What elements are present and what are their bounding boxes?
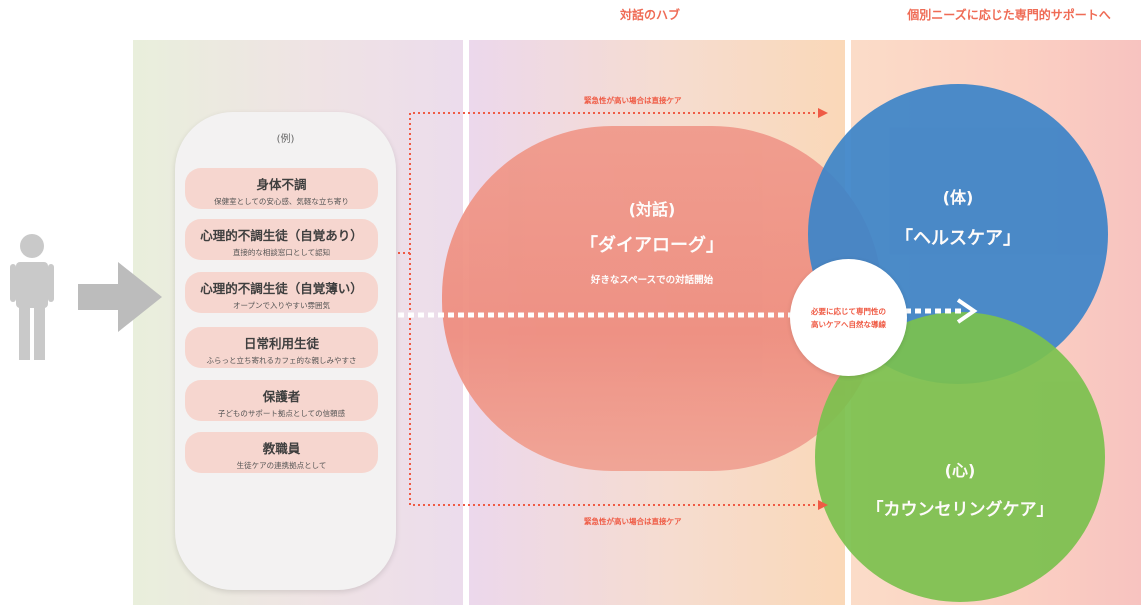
user-item-description: 子どものサポート拠点としての信頼感 <box>217 409 346 418</box>
user-item: 心理的不調生徒（自覚薄い） オープンで入りやすい雰囲気 <box>185 272 378 313</box>
user-item: 教職員 生徒ケアの連携拠点として <box>185 432 378 473</box>
urgent-top-label: 緊急性が高い場合は直接ケア <box>584 96 682 105</box>
user-item-title: 教職員 <box>262 441 301 456</box>
counseling-tag: (心) <box>944 461 976 480</box>
transition-line1: 必要に応じて専門性の <box>811 307 886 316</box>
user-item-description: 保健室としての安心感、気軽な立ち寄り <box>214 197 349 206</box>
hub-column-header: 対話のハブ <box>619 8 680 22</box>
dialogue-tag: (対話) <box>628 200 676 219</box>
user-item-title: 心理的不調生徒（自覚あり） <box>200 228 363 243</box>
counseling-name: 「カウンセリングケア」 <box>866 500 1054 520</box>
transition-line2: 高いケアへ自然な導線 <box>811 320 886 329</box>
urgent-bottom-label: 緊急性が高い場合は直接ケア <box>584 517 682 526</box>
user-item-description: 直接的な相談窓口として認知 <box>232 248 331 257</box>
user-item-title: 日常利用生徒 <box>243 336 319 351</box>
user-item-description: 生徒ケアの連携拠点として <box>236 461 327 470</box>
user-types-panel: (例) 身体不調 保健室としての安心感、気軽な立ち寄り 心理的不調生徒（自覚あり… <box>175 112 396 590</box>
user-item-title: 保護者 <box>262 389 301 404</box>
user-item: 保護者 子どものサポート拠点としての信頼感 <box>185 380 378 421</box>
healthcare-tag: (体) <box>942 188 974 207</box>
user-item: 身体不調 保健室としての安心感、気軽な立ち寄り <box>185 168 378 209</box>
person-icon <box>10 232 54 360</box>
user-item-description: ふらっと立ち寄れるカフェ的な親しみやすさ <box>206 356 357 365</box>
user-item-title: 心理的不調生徒（自覚薄い） <box>200 281 363 296</box>
user-item: 日常利用生徒 ふらっと立ち寄れるカフェ的な親しみやすさ <box>185 327 378 368</box>
arrow-right-icon <box>78 262 162 332</box>
dialogue-name: 「ダイアローグ」 <box>580 235 724 256</box>
user-item-title: 身体不調 <box>256 177 307 192</box>
user-item-description: オープンで入りやすい雰囲気 <box>232 301 331 310</box>
transition-circle: 必要に応じて専門性の 高いケアへ自然な導線 <box>790 259 907 376</box>
healthcare-name: 「ヘルスケア」 <box>895 228 1021 249</box>
specialist-column-header: 個別ニーズに応じた専門的サポートへ <box>907 8 1111 22</box>
example-label: (例) <box>276 134 295 145</box>
user-item: 心理的不調生徒（自覚あり） 直接的な相談窓口として認知 <box>185 219 378 260</box>
dialogue-description: 好きなスペースでの対話開始 <box>590 275 714 286</box>
